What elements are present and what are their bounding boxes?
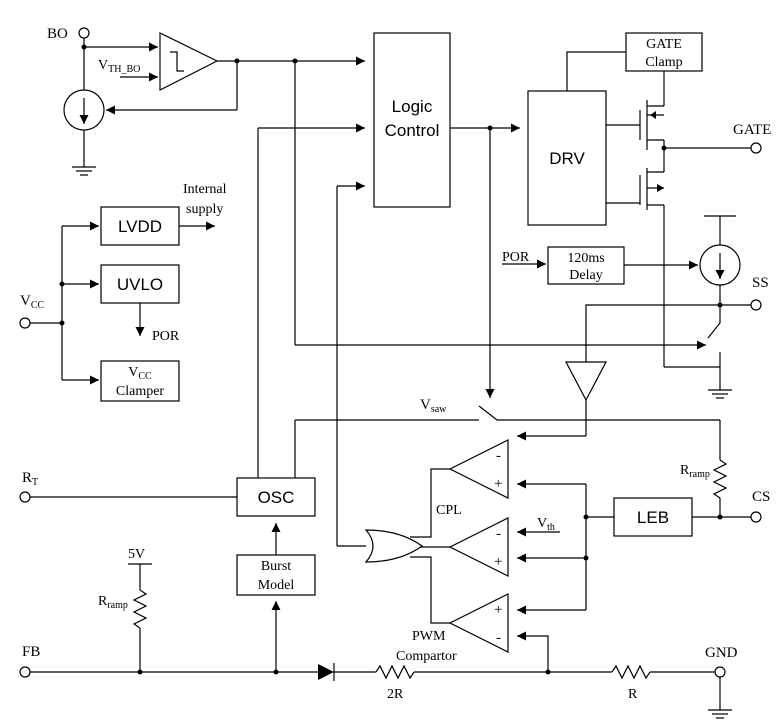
cpl-label: CPL (436, 503, 462, 518)
bo-label: BO (47, 26, 68, 42)
vcc-clamper-line1: VCC (128, 365, 152, 382)
bo-pin (78, 27, 90, 39)
por-delay-label: POR (502, 250, 530, 265)
ss-switch (707, 322, 721, 339)
cpl-minus: - (496, 448, 501, 464)
ss-label: SS (752, 275, 769, 291)
drv-label: DRV (549, 149, 585, 168)
gate-label: GATE (733, 122, 771, 138)
fb-pin (19, 666, 31, 678)
hysteresis-icon (170, 51, 184, 72)
vsaw-switch (478, 405, 498, 421)
resistor-r (611, 664, 651, 680)
ss-pin (750, 299, 762, 311)
lvdd-block (100, 206, 180, 246)
uvlo-label: UVLO (117, 275, 163, 294)
five-v-label: 5V (128, 547, 145, 562)
cs-label: CS (752, 489, 770, 505)
ss-ground-icon (708, 389, 732, 399)
diode-icon (318, 663, 335, 681)
rramp-right-label: Rramp (680, 463, 710, 480)
ss-buffer (565, 361, 607, 402)
or-gate (364, 529, 424, 563)
pwm-minus: - (496, 630, 501, 646)
vth-plus: + (494, 554, 502, 570)
vth-minus: - (496, 526, 501, 542)
vcc-clamper-line2: Clamper (116, 384, 165, 399)
gnd-ground-icon (708, 709, 732, 719)
vsaw-label: Vsaw (420, 397, 447, 415)
osc-label: OSC (258, 488, 295, 507)
pwm-line2: Compartor (396, 649, 457, 664)
fb-label: FB (22, 644, 40, 660)
rramp-right-resistor (712, 459, 728, 499)
res-r-label: R (628, 687, 638, 702)
leb-block (613, 497, 693, 537)
gnd-pin (714, 666, 726, 678)
gate-pin (750, 142, 762, 154)
delay-line2: Delay (569, 268, 602, 283)
logic-line1: Logic (392, 97, 433, 116)
por-uvlo-label: POR (152, 329, 180, 344)
gnd-label: GND (705, 645, 738, 661)
vcc-pin (19, 317, 31, 329)
pwm-comparator (448, 593, 509, 653)
rt-label: RT (22, 470, 38, 488)
delay-line1: 120ms (567, 251, 604, 266)
ground-icon (72, 166, 96, 176)
pwm-line1: PWM (412, 629, 446, 644)
leb-label: LEB (637, 508, 669, 527)
internal-line2: supply (186, 202, 223, 217)
res-2r-label: 2R (387, 687, 404, 702)
resistor-2r (375, 664, 415, 680)
vth-bo-label: VTH_BO (98, 58, 140, 75)
lvdd-label: LVDD (118, 217, 162, 236)
logic-line2: Control (385, 121, 440, 140)
burst-line2: Model (258, 578, 295, 593)
logic-control-block (373, 32, 451, 208)
vth-label: Vth (537, 516, 555, 533)
bo-comparator (159, 32, 219, 91)
vth-comparator (448, 517, 509, 577)
vcc-clamper-block (100, 360, 180, 402)
rramp-left-resistor (132, 589, 148, 629)
rramp-left-label: Rramp (98, 594, 128, 611)
pmos-transistor (606, 100, 665, 168)
rt-pin (19, 491, 31, 503)
pwm-plus: + (494, 602, 502, 618)
gate-clamp-line2: Clamp (645, 55, 682, 70)
gate-clamp-block (625, 32, 703, 72)
drv-block (527, 90, 607, 226)
vcc-label: VCC (20, 293, 45, 311)
burst-line1: Burst (261, 559, 291, 574)
cpl-comparator (448, 439, 509, 499)
gate-clamp-line1: GATE (646, 37, 682, 52)
internal-line1: Internal (183, 182, 227, 197)
cpl-plus: + (494, 476, 502, 492)
cs-pin (750, 511, 762, 523)
osc-block (236, 477, 316, 517)
nmos-transistor (606, 168, 665, 210)
